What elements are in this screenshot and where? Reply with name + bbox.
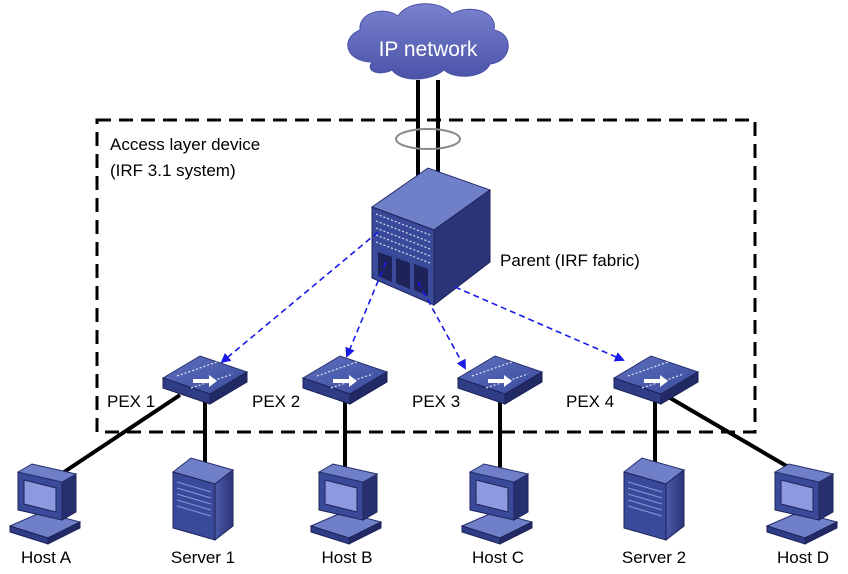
- ip-network-cloud: IP network: [347, 3, 509, 80]
- access-box-title: Access layer device: [110, 135, 260, 154]
- pex-4-label: PEX 4: [566, 392, 614, 411]
- parent-label: Parent (IRF fabric): [500, 251, 640, 270]
- host-a-label: Host A: [21, 548, 72, 567]
- pex-3-switch-icon: [456, 355, 544, 405]
- arrow-to-pex1: [220, 231, 379, 364]
- server-2-label: Server 2: [622, 548, 686, 567]
- server-2-server-icon: [622, 457, 686, 542]
- arrow-to-pex3: [417, 281, 466, 370]
- host-links: [53, 393, 792, 480]
- server-1-label: Server 1: [171, 548, 235, 567]
- pex-1-switch-icon: [161, 355, 249, 405]
- server-1-server-icon: [171, 457, 235, 542]
- uplinks: [395, 80, 461, 180]
- link-pex1-hostA: [53, 393, 182, 480]
- access-box-subtitle: (IRF 3.1 system): [110, 161, 236, 180]
- host-d-label: Host D: [777, 548, 829, 567]
- pex-2-label: PEX 2: [252, 392, 300, 411]
- pex-2-switch-icon: [301, 355, 389, 405]
- link-aggregation-ring: [395, 128, 461, 150]
- pex-3-label: PEX 3: [412, 392, 460, 411]
- host-c-pc-icon: [460, 463, 534, 545]
- link-pex4-hostD: [663, 393, 792, 470]
- pex-1-label: PEX 1: [107, 392, 155, 411]
- pex-4-switch-icon: [612, 355, 700, 405]
- cloud-label: IP network: [379, 38, 478, 61]
- arrow-to-pex2: [345, 261, 387, 358]
- host-d-pc-icon: [765, 463, 839, 545]
- parent-chassis-icon: [370, 167, 492, 307]
- control-arrows: [220, 231, 625, 370]
- host-a-pc-icon: [8, 463, 82, 545]
- arrow-to-pex4: [454, 286, 625, 362]
- host-b-pc-icon: [309, 463, 383, 545]
- access-layer-box: [95, 118, 757, 434]
- host-c-label: Host C: [472, 548, 524, 567]
- host-b-label: Host B: [321, 548, 372, 567]
